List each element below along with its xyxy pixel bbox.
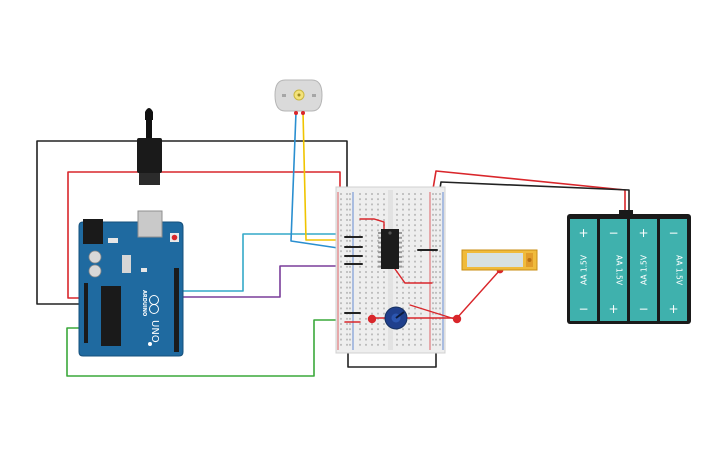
lcd-screen [467,253,523,267]
wire-red-battery[interactable] [431,170,626,213]
battery-cell-label: AA 1.5V [580,254,589,285]
battery-plus-icon: + [638,226,648,240]
wire-purple-signal[interactable] [179,265,366,298]
capacitor [88,264,102,278]
battery-cell: + − AA 1.5V [630,219,657,321]
arduino-uno[interactable]: UNO ARDUINO [78,108,184,357]
battery-minus-icon: − [638,302,648,316]
battery-minus-icon: − [578,302,588,316]
breadboard-holes[interactable] [340,193,441,346]
dc-motor[interactable] [274,79,323,115]
wire-black-gnd[interactable] [36,140,348,305]
wire-cyan-signal[interactable] [179,233,364,292]
wire-black-battery[interactable] [438,181,630,213]
atmega-chip [101,286,121,346]
battery-cell-label: AA 1.5V [675,255,684,286]
motor-terminal[interactable] [301,111,305,115]
battery-cell-label: AA 1.5V [615,255,624,286]
wires [36,111,630,377]
battery-pack[interactable]: + − AA 1.5V − + AA 1.5V + − AA 1.5V − + AA 1.5V [567,210,691,324]
led [148,342,152,346]
battery-cell: + − AA 1.5V [570,219,597,321]
battery-minus-icon: − [668,226,678,240]
wire-black-bottom[interactable] [347,351,437,368]
battery-plus-icon: + [608,302,618,316]
usb-port [137,210,163,238]
power-jack [83,219,103,244]
motor-terminal[interactable] [294,111,298,115]
pin-header-power [84,283,88,343]
lcd-display[interactable] [461,249,538,271]
battery-minus-icon: − [608,226,618,240]
potentiometer[interactable] [384,306,408,330]
usb-cable [146,117,152,139]
breadboard[interactable] [335,186,446,354]
battery-plus-icon: + [578,226,588,240]
usb-plug [137,138,162,173]
battery-cell-label: AA 1.5V [640,254,649,285]
battery-cell: − + AA 1.5V [600,219,627,321]
arduino-brand: ARDUINO [141,290,147,316]
arduino-label: UNO [149,320,160,343]
ic-chip[interactable] [378,229,402,269]
battery-cell: − + AA 1.5V [660,219,687,321]
battery-plus-icon: + [668,302,678,316]
capacitor [88,250,102,264]
junction-nodes[interactable] [367,266,504,324]
wire-green-analog[interactable] [66,319,363,377]
wire-red-5v[interactable] [67,171,341,299]
pin-header-digital [174,268,179,352]
